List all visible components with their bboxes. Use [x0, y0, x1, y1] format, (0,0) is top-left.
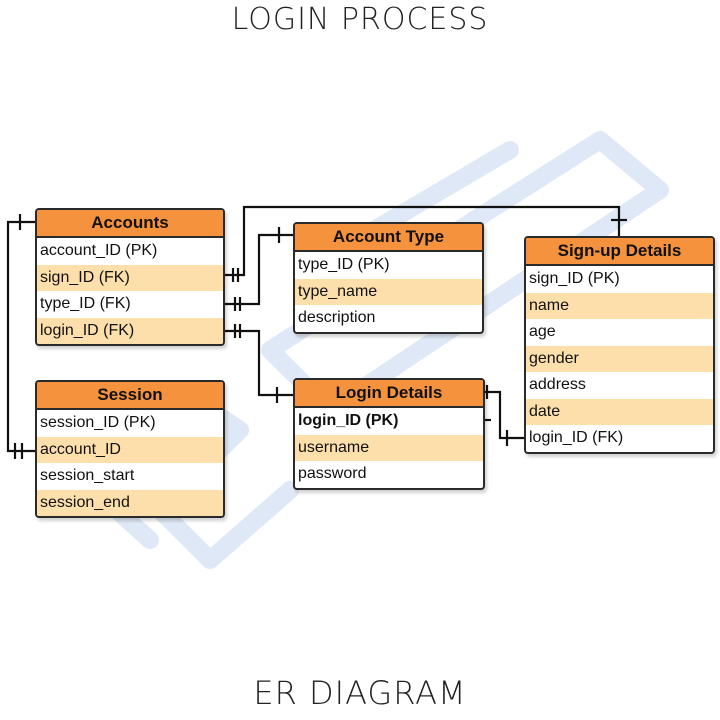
field-row: sign_ID (PK) — [529, 270, 620, 287]
relationship-accounts-logindetails — [221, 329, 293, 397]
entity-signup-details[interactable]: Sign-up Details sign_ID (PK) name age ge… — [524, 236, 715, 454]
field-row: session_end — [37, 489, 223, 516]
field-row: type_ID (PK) — [298, 256, 390, 273]
relationship-logindetails-signup — [481, 390, 524, 440]
entity-header: Session — [37, 382, 223, 410]
field-row: type_name — [295, 278, 482, 305]
field-row: session_start — [40, 467, 135, 484]
diagram-subtitle: ER DIAGRAM — [253, 674, 467, 712]
field-row: session_ID (PK) — [40, 414, 156, 431]
relationship-accounts-accounttype — [221, 233, 293, 306]
field-row: description — [298, 309, 376, 326]
entity-session[interactable]: Session session_ID (PK) account_ID sessi… — [35, 380, 225, 518]
entity-account-type[interactable]: Account Type type_ID (PK) type_name desc… — [293, 222, 484, 334]
field-row: password — [298, 465, 367, 482]
field-row: type_ID (FK) — [40, 295, 131, 312]
relationship-accounts-signup — [221, 205, 621, 277]
relationship-accounts-session — [6, 220, 35, 453]
entity-login-details[interactable]: Login Details login_ID (PK) username pas… — [293, 378, 485, 490]
entity-header: Account Type — [295, 224, 482, 252]
field-row: login_ID (FK) — [37, 317, 223, 344]
field-row: account_ID (PK) — [40, 242, 158, 259]
field-row: gender — [526, 345, 713, 372]
field-row: username — [295, 434, 483, 461]
field-row: login_ID (FK) — [529, 429, 624, 446]
entity-header: Sign-up Details — [526, 238, 713, 266]
entity-header: Login Details — [295, 380, 483, 408]
field-row: login_ID (PK) — [298, 412, 399, 429]
field-row: date — [526, 398, 713, 425]
field-row: address — [529, 376, 586, 393]
entity-header: Accounts — [37, 210, 223, 238]
field-row: age — [529, 323, 556, 340]
entity-accounts[interactable]: Accounts account_ID (PK) sign_ID (FK) ty… — [35, 208, 225, 346]
field-row: account_ID — [37, 436, 223, 463]
field-row: name — [526, 292, 713, 319]
diagram-title: LOGIN PROCESS — [231, 2, 489, 37]
field-row: sign_ID (FK) — [37, 264, 223, 291]
